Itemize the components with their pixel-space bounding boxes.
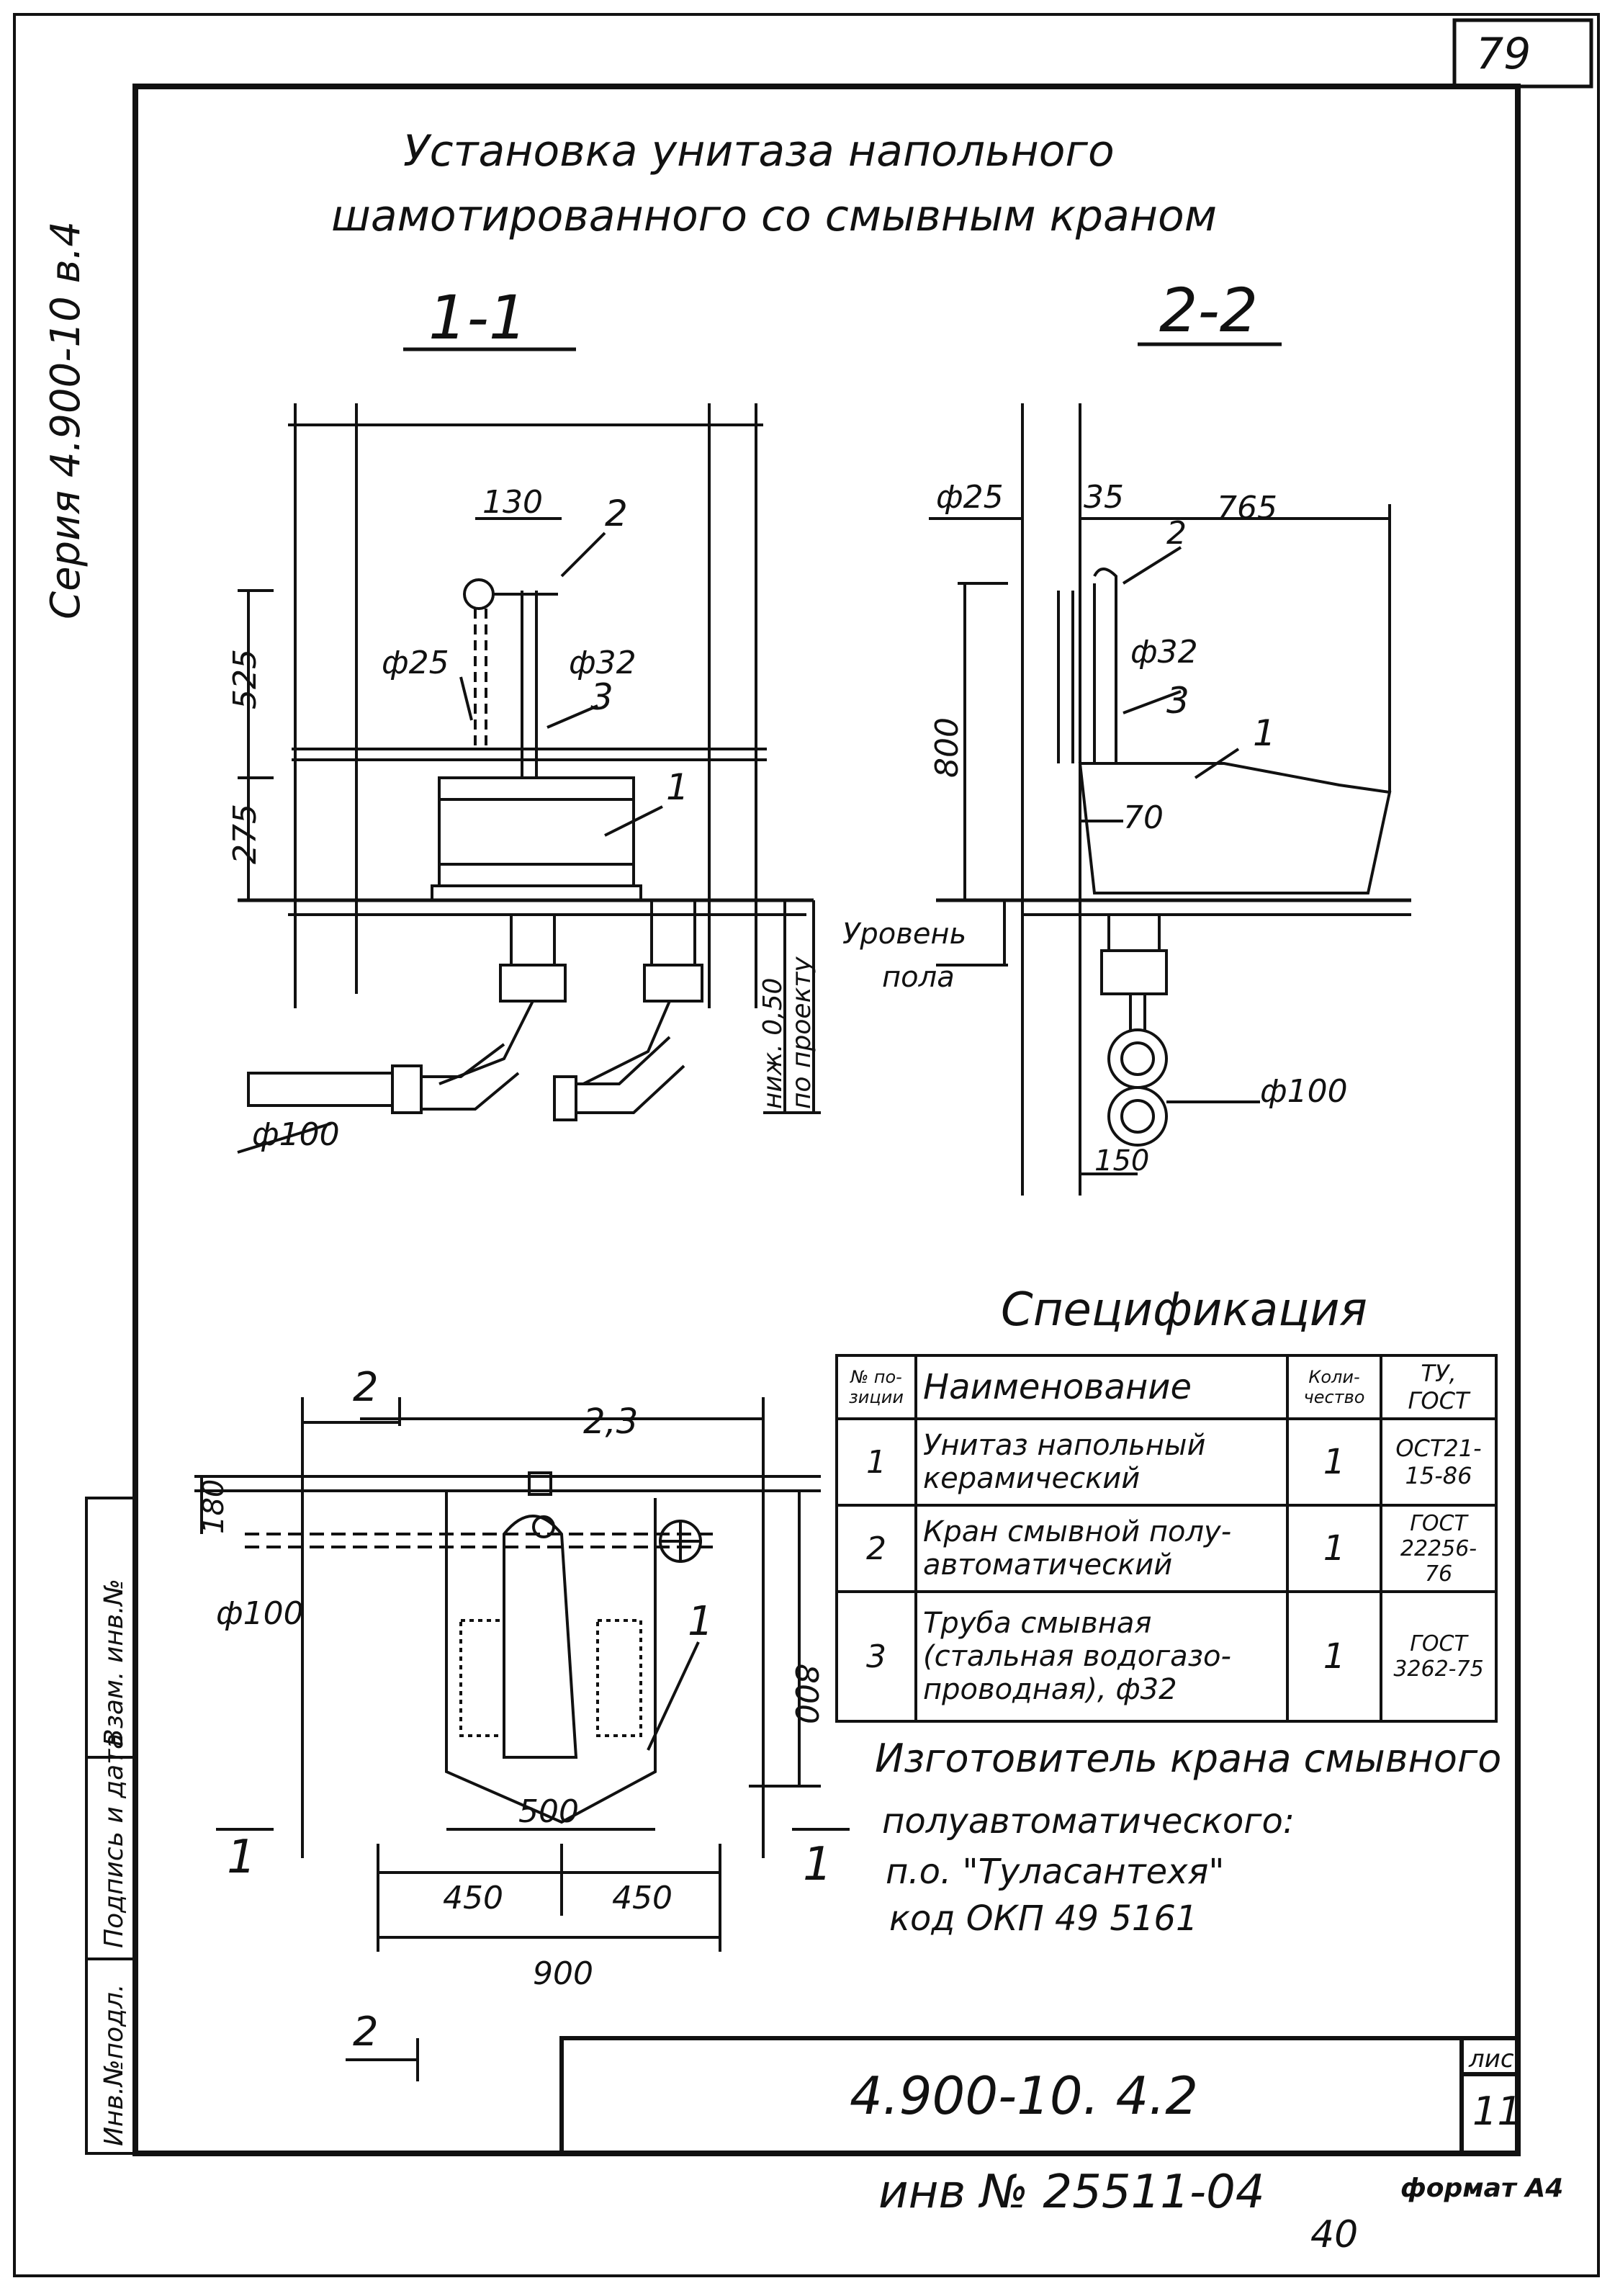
s1-pos-1: 1 — [666, 766, 689, 808]
spec-row-name: Кран смывной полу-автоматический — [914, 1504, 1289, 1593]
spec-row-std: ГОСТ 22256-76 — [1380, 1504, 1498, 1593]
spec-header-pos: № по-зиции — [835, 1354, 917, 1420]
plan-phi100: ф100 — [216, 1595, 304, 1632]
spec-row-name: Труба смывная (стальная водогазо-проводн… — [914, 1590, 1289, 1723]
title-line-1: Установка унитаза напольного — [403, 126, 1115, 176]
spec-table: № по-зиции Наименование Коли-чество ТУ, … — [835, 1354, 1498, 1723]
side-stamp — [85, 1497, 137, 2155]
sheet-number: 79 — [1476, 29, 1531, 79]
plan-sec1-left: 1 — [227, 1831, 256, 1884]
sheet-label: лис — [1468, 2045, 1514, 2073]
spec-row-name: Унитаз напольный керамический — [914, 1417, 1289, 1507]
spec-row-std: ГОСТ 3262-75 — [1380, 1590, 1498, 1723]
section-1-drawing — [237, 403, 821, 1154]
s2-dim-70: 70 — [1123, 799, 1164, 836]
footer-format: формат А4 — [1400, 2174, 1563, 2203]
plan-dim-500: 500 — [518, 1793, 579, 1830]
spec-row-qty: 1 — [1286, 1590, 1382, 1723]
spec-row-pos: 1 — [835, 1417, 917, 1507]
s2-dim-35: 35 — [1084, 479, 1124, 516]
drawing-code: 4.900-10. 4.2 — [850, 2066, 1198, 2126]
spec-header-qty: Коли-чество — [1286, 1354, 1382, 1420]
plan-sec1-right: 1 — [803, 1838, 832, 1891]
s1-dim-525: 525 — [227, 649, 264, 709]
s1-phi25: ф25 — [382, 645, 449, 681]
plan-dim-900: 900 — [533, 1955, 593, 1992]
s1-phi100: ф100 — [252, 1116, 340, 1153]
spec-row-qty: 1 — [1286, 1417, 1382, 1507]
manufacturer-line-2: полуавтоматического: — [882, 1801, 1295, 1842]
s2-pos-2: 2 — [1166, 515, 1187, 552]
s2-phi100: ф100 — [1260, 1073, 1348, 1110]
spec-row-std: ОСТ21-15-86 — [1380, 1417, 1498, 1507]
plan-dim-180: 180 — [197, 1479, 230, 1534]
spec-header-row: № по-зиции Наименование Коли-чество ТУ, … — [835, 1354, 1498, 1420]
footer-sub: 40 — [1310, 2213, 1358, 2256]
manufacturer-line-3: п.о. "Туласантехя" — [886, 1852, 1224, 1892]
title-block — [559, 2036, 1520, 2156]
plan-pos-1: 1 — [688, 1598, 714, 1645]
s1-dim-130: 130 — [482, 484, 543, 521]
plan-dim-450-a: 450 — [443, 1880, 503, 1916]
s2-dim-150: 150 — [1094, 1144, 1149, 1178]
plan-dim-800: 800 — [788, 1664, 824, 1724]
title-line-2: шамотированного со смывным краном — [331, 191, 1217, 241]
s1-level-note: по проекту — [787, 956, 817, 1109]
section-1-label: 1-1 — [428, 282, 527, 353]
s1-pos-2: 2 — [605, 493, 628, 534]
stamp-inv-podl: Инв.№подл. — [99, 1984, 129, 2146]
spec-title: Спецификация — [1001, 1283, 1367, 1337]
s2-dim-800: 800 — [929, 717, 966, 778]
s2-floor-level-2: пола — [882, 961, 955, 994]
spec-row: 3 Труба смывная (стальная водогазо-прово… — [835, 1590, 1498, 1723]
spec-row-pos: 2 — [835, 1504, 917, 1593]
spec-row-pos: 3 — [835, 1590, 917, 1723]
plan-drawing — [194, 1397, 850, 2081]
s1-dim-275: 275 — [227, 804, 264, 864]
s1-phi32: ф32 — [569, 645, 636, 681]
s2-pos-1: 1 — [1253, 712, 1276, 754]
plan-sec2-top: 2 — [353, 1364, 379, 1411]
spec-row-qty: 1 — [1286, 1504, 1382, 1593]
sheet-no: 11 — [1472, 2089, 1522, 2134]
plan-dim-450-b: 450 — [612, 1880, 672, 1916]
s2-pos-3: 3 — [1166, 680, 1189, 722]
s1-pos-3: 3 — [590, 676, 613, 718]
section-2-drawing — [929, 403, 1411, 1196]
plan-pos-23: 2,3 — [583, 1402, 638, 1442]
s2-phi32: ф32 — [1130, 634, 1198, 671]
spec-row: 2 Кран смывной полу-автоматический 1 ГОС… — [835, 1504, 1498, 1593]
stamp-replace-inv: Взам. инв.№ — [99, 1579, 129, 1746]
plan-sec2-bottom: 2 — [353, 2009, 379, 2055]
spec-header-name: Наименование — [914, 1354, 1289, 1420]
s2-floor-level-1: Уровень — [842, 918, 966, 951]
footer-inventory: инв № 25511-04 — [878, 2166, 1265, 2219]
spec-header-std: ТУ, ГОСТ — [1380, 1354, 1498, 1420]
manufacturer-line-1: Изготовитель крана смывного — [875, 1736, 1501, 1781]
spec-row: 1 Унитаз напольный керамический 1 ОСТ21-… — [835, 1417, 1498, 1507]
section-2-label: 2-2 — [1159, 275, 1258, 346]
s2-phi25: ф25 — [936, 479, 1004, 516]
s1-level-mark: ниж. 0,50 — [758, 978, 788, 1109]
stamp-signature-date: Подпись и дата — [99, 1734, 129, 1948]
series-label: Серия 4.900-10 в.4 — [42, 221, 89, 619]
manufacturer-line-4: код ОКП 49 5161 — [889, 1898, 1198, 1939]
s2-dim-765: 765 — [1217, 490, 1277, 526]
